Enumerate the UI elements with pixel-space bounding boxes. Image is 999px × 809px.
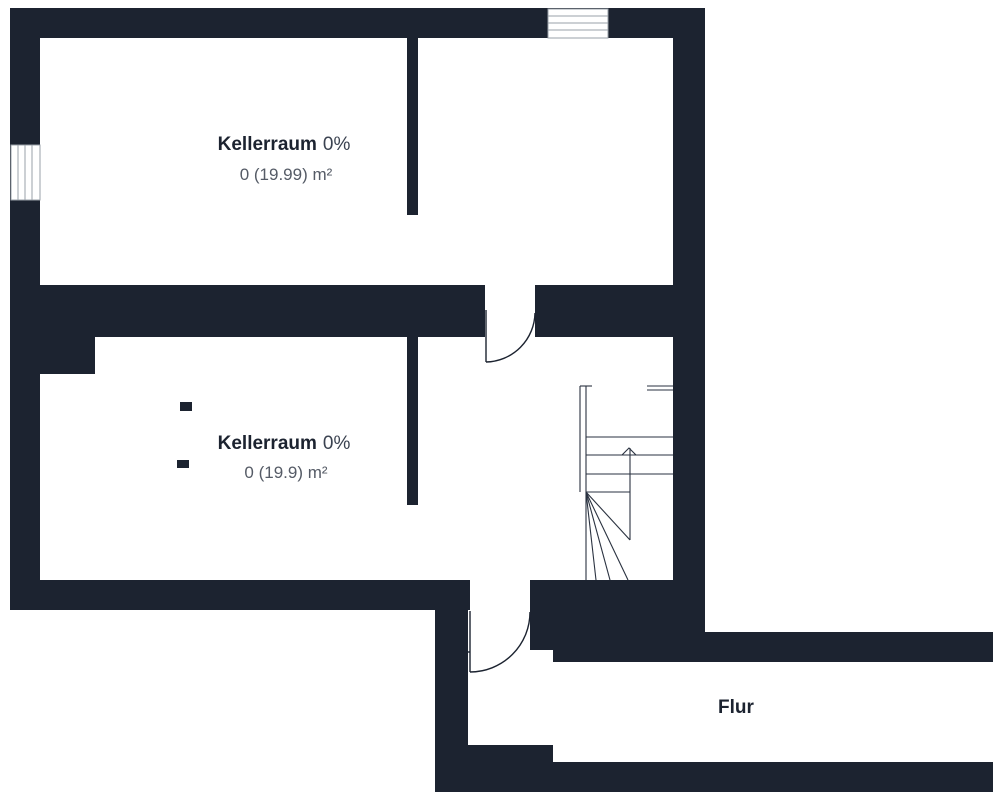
door-lower	[466, 611, 531, 673]
wall-right	[673, 8, 705, 632]
room-label-flur: Flur	[718, 697, 754, 718]
fixture-marker	[180, 402, 192, 411]
wall-flur-bottom	[553, 762, 993, 792]
room-share: 0%	[323, 433, 351, 454]
wall-flur-top	[553, 632, 993, 662]
room-name: Kellerraum	[218, 134, 317, 155]
wall-middle-left	[10, 285, 485, 337]
stair-direction-arrow-icon	[621, 447, 637, 456]
window-top	[547, 8, 609, 39]
wall-bottom-left	[10, 580, 470, 610]
wall-bottom-right-block	[530, 580, 705, 632]
wall-small-block	[530, 632, 553, 650]
wall-hall-left	[435, 610, 468, 792]
walls	[10, 8, 993, 792]
room-area: 0 (19.9) m²	[244, 463, 327, 482]
fixture-marker	[177, 460, 189, 468]
room-area: 0 (19.99) m²	[240, 165, 333, 184]
wall-pillar-block	[10, 337, 95, 374]
window-left	[10, 144, 41, 201]
staircase	[579, 385, 673, 581]
door-upper	[485, 310, 536, 363]
room-name: Kellerraum	[218, 433, 317, 454]
room-name: Flur	[718, 697, 754, 718]
room-label-kellerraum-upper: Kellerraum 0% 0 (19.99) m²	[218, 134, 351, 184]
room-share: 0%	[323, 134, 351, 155]
room-label-kellerraum-lower: Kellerraum 0% 0 (19.9) m²	[218, 433, 351, 482]
partition-lower	[407, 337, 418, 505]
partition-upper	[407, 38, 418, 215]
wall-middle-right	[535, 285, 675, 337]
wall-bottom-step	[468, 745, 553, 792]
